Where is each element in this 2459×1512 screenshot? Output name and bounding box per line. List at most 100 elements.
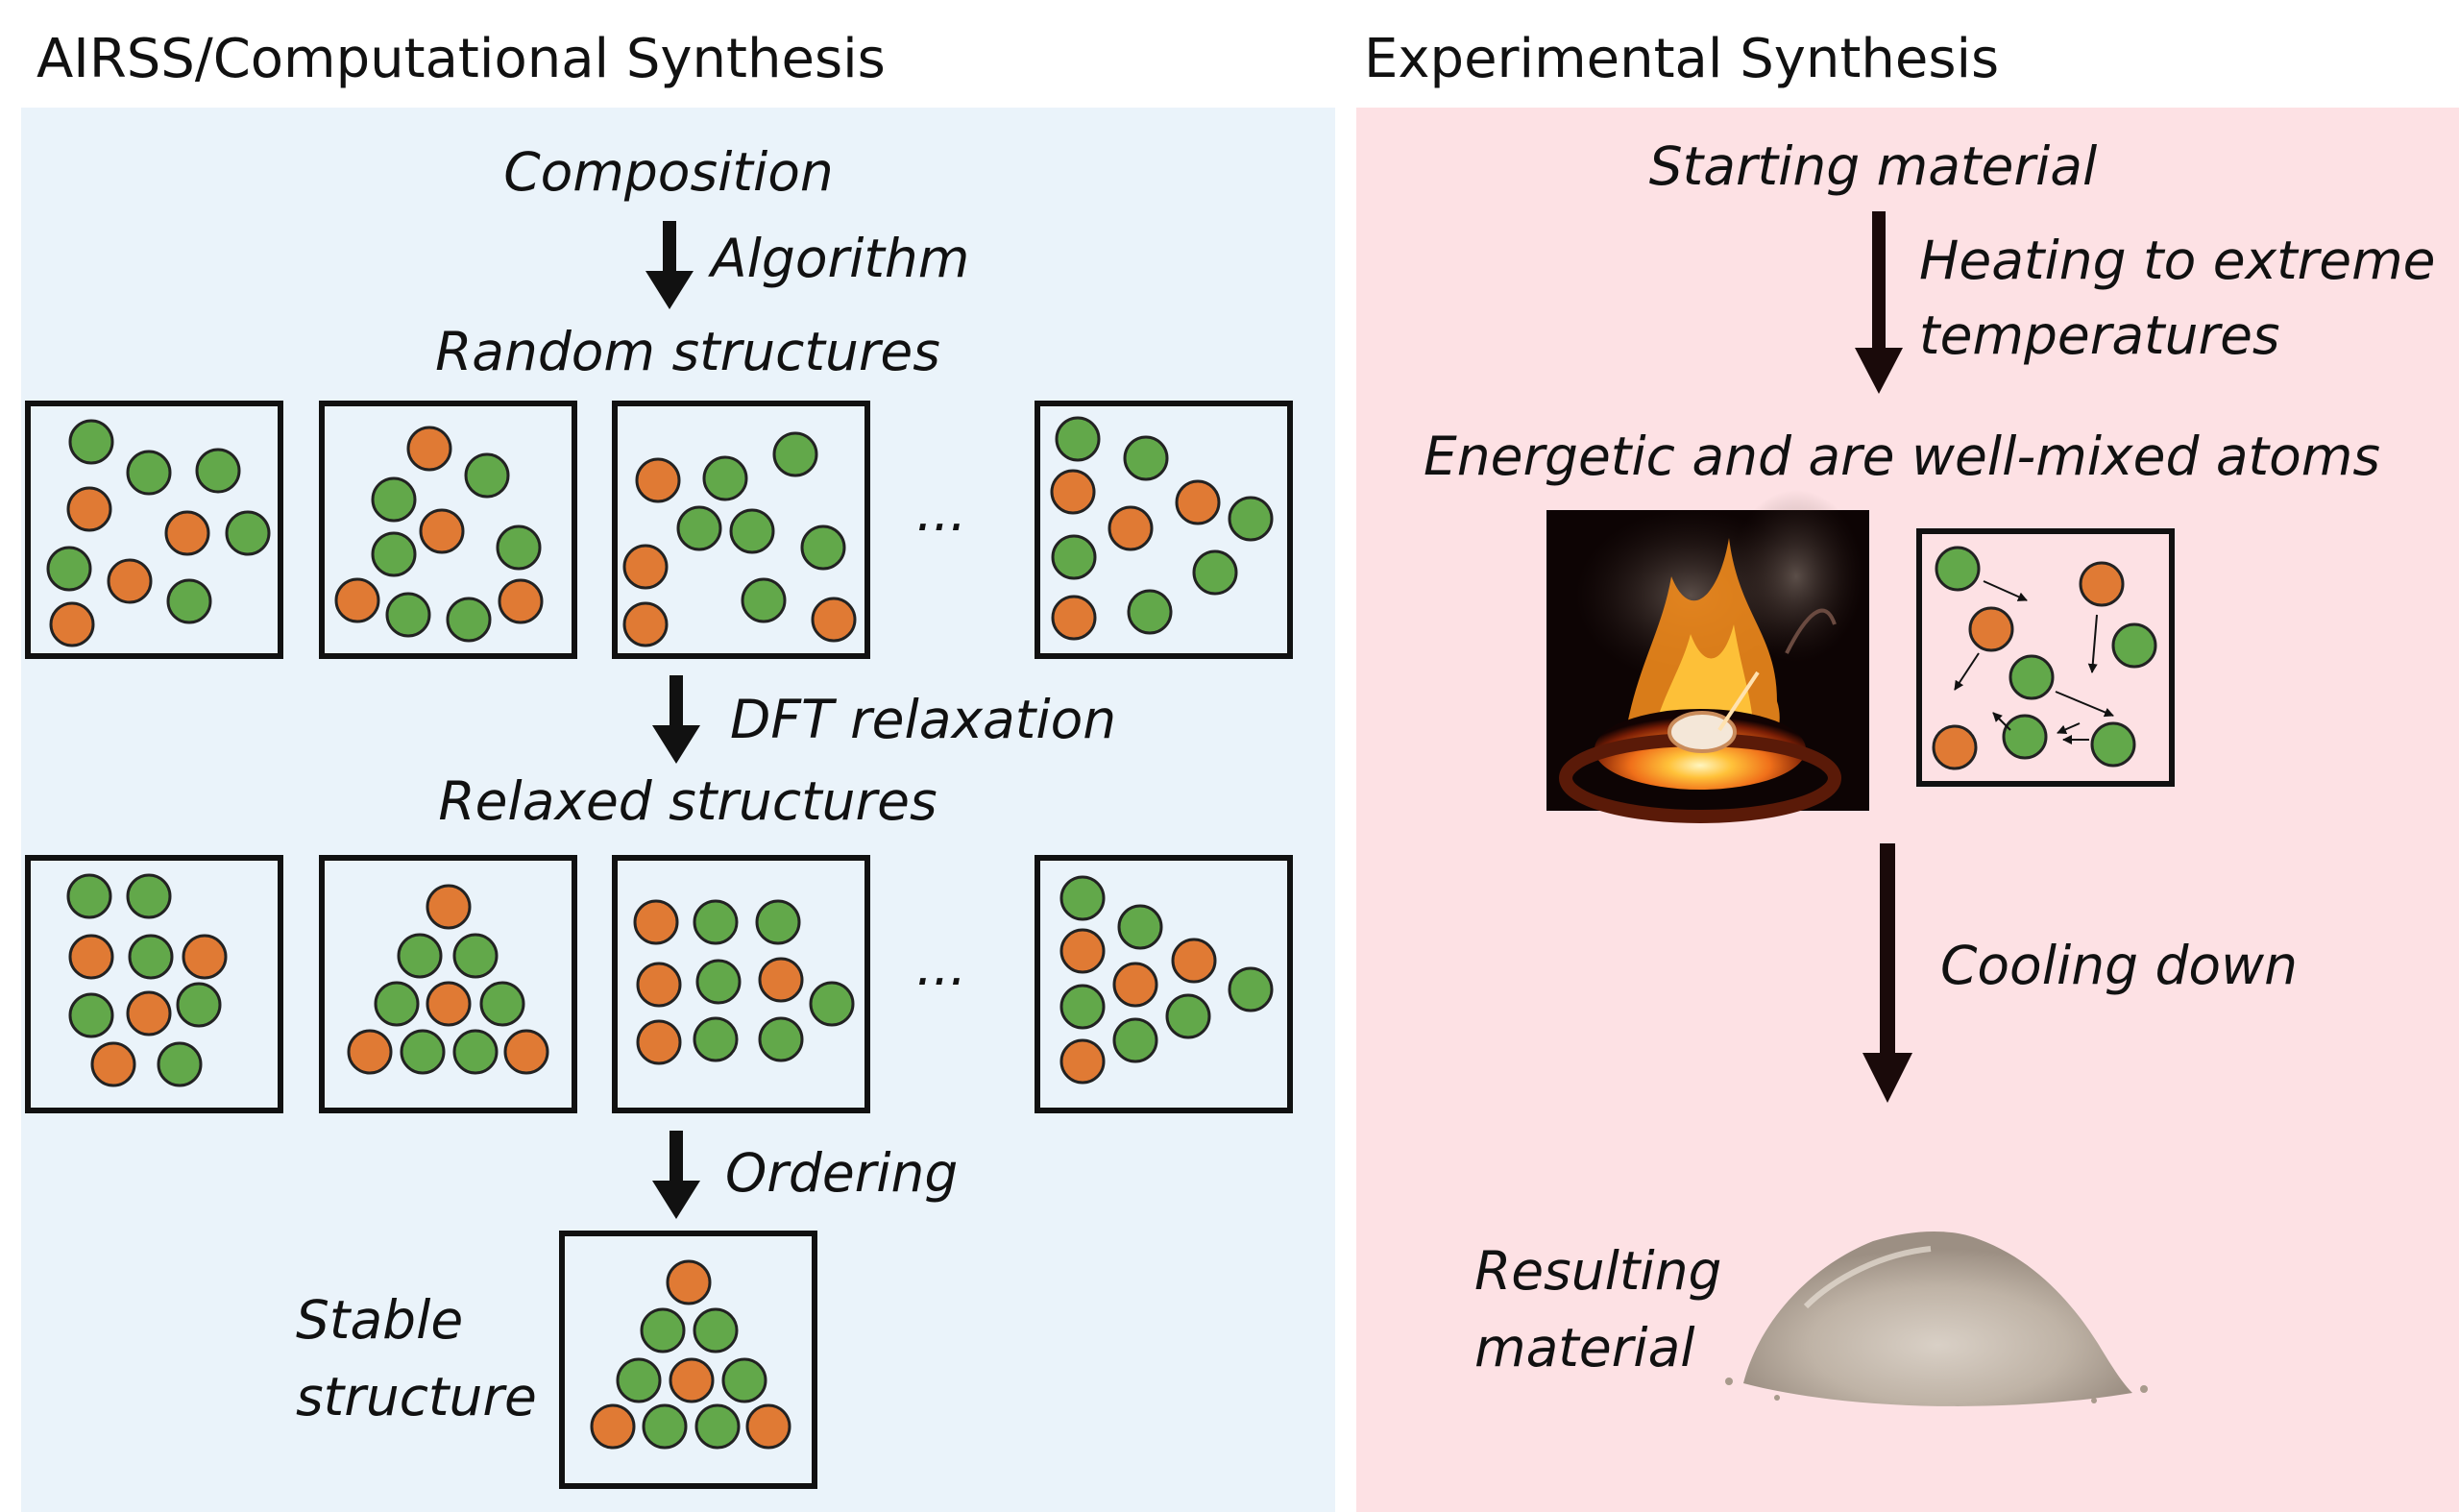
crucible-fire-photo <box>1546 490 1869 823</box>
atom-green <box>616 1357 662 1403</box>
stable-structure-label-line2: structure <box>296 1366 537 1427</box>
relaxed-structure-box-2 <box>319 855 577 1113</box>
heating-label-line2: temperatures <box>1919 305 2280 366</box>
atom-orange <box>811 597 857 643</box>
atom-green <box>397 933 443 979</box>
stable-structure-box <box>559 1231 817 1489</box>
atom-green <box>452 1029 499 1075</box>
atom-orange <box>636 1019 682 1065</box>
atom-green <box>2090 721 2136 768</box>
atom-green <box>68 992 114 1038</box>
resulting-material-label-line2: material <box>1474 1317 1695 1378</box>
atom-green <box>128 934 174 980</box>
atom-orange <box>1051 595 1097 641</box>
atom-orange <box>66 486 112 532</box>
atom-green <box>166 578 212 624</box>
algorithm-arrow <box>645 221 694 309</box>
energetic-atoms-box <box>1916 528 2175 787</box>
composition-label: Composition <box>503 141 833 203</box>
relaxed-structure-box-1 <box>25 855 283 1113</box>
atom-green <box>1228 966 1274 1012</box>
relaxed-ellipsis: ... <box>916 936 966 997</box>
atom-orange <box>426 884 472 930</box>
atom-green <box>66 873 112 919</box>
atom-green <box>1165 993 1211 1039</box>
atom-green <box>1055 416 1101 462</box>
atom-orange <box>633 899 679 945</box>
atom-orange <box>164 510 210 556</box>
atom-green <box>695 959 742 1005</box>
atom-green <box>371 476 417 523</box>
cooling-arrow <box>1863 843 1912 1103</box>
atom-green <box>1112 1017 1158 1063</box>
atom-green <box>809 981 855 1027</box>
atom-orange <box>334 577 380 623</box>
atom-green <box>1935 546 1981 592</box>
atom-green <box>694 1403 741 1450</box>
atom-green <box>772 431 818 477</box>
atom-orange <box>1932 724 1978 770</box>
atom-green <box>195 448 241 494</box>
atom-green <box>693 1016 739 1062</box>
relaxed-structures-label: Relaxed structures <box>438 770 937 832</box>
atom-green <box>126 873 172 919</box>
cooling-down-label: Cooling down <box>1940 935 2298 996</box>
atom-green <box>176 982 222 1028</box>
heating-label-line1: Heating to extreme <box>1919 230 2436 291</box>
atom-orange <box>1059 928 1106 974</box>
atom-green <box>496 524 542 571</box>
left-panel-title: AIRSS/Computational Synthesis <box>37 28 886 90</box>
stable-structure-label-line1: Stable <box>296 1289 463 1351</box>
algorithm-label: Algorithm <box>708 228 969 289</box>
atom-green <box>676 505 722 551</box>
random-ellipsis: ... <box>916 481 966 543</box>
atom-green <box>225 510 271 556</box>
atom-green <box>640 1307 686 1353</box>
atom-green <box>68 419 114 465</box>
atom-orange <box>635 457 681 503</box>
atom-green <box>800 524 846 571</box>
atom-orange <box>107 558 153 604</box>
atom-orange <box>636 962 682 1008</box>
atom-orange <box>1108 505 1154 551</box>
atom-green <box>642 1403 688 1450</box>
random-structure-box-3 <box>612 401 870 659</box>
ordering-arrow <box>652 1131 700 1219</box>
atom-orange <box>68 934 114 980</box>
atom-orange <box>1171 938 1217 984</box>
atom-orange <box>590 1403 636 1450</box>
atom-orange <box>745 1403 791 1450</box>
random-structure-box-1 <box>25 401 283 659</box>
atom-green <box>1127 589 1173 635</box>
atom-green <box>2002 714 2048 760</box>
relaxed-structure-box-3 <box>612 855 870 1113</box>
atom-orange <box>90 1041 136 1087</box>
atom-orange <box>498 578 544 624</box>
atom-orange <box>669 1357 715 1403</box>
atoms-layer <box>46 416 2157 1450</box>
atom-orange <box>426 981 472 1027</box>
atom-orange <box>126 990 172 1036</box>
atom-green <box>693 1307 739 1353</box>
atom-green <box>157 1041 203 1087</box>
atom-green <box>452 933 499 979</box>
resulting-material-label-line1: Resulting <box>1474 1240 1721 1302</box>
ordering-label: Ordering <box>725 1142 958 1204</box>
right-panel-title: Experimental Synthesis <box>1364 28 1999 90</box>
atom-green <box>755 899 801 945</box>
atom-orange <box>622 544 669 590</box>
atom-green <box>1059 875 1106 921</box>
atom-green <box>479 981 525 1027</box>
atom-green <box>693 899 739 945</box>
heating-arrow <box>1855 211 1903 394</box>
atom-green <box>1117 904 1163 950</box>
relaxed-structure-box-4 <box>1035 855 1293 1113</box>
atom-green <box>1059 984 1106 1030</box>
atom-orange <box>1968 606 2014 652</box>
random-structure-box-2 <box>319 401 577 659</box>
motion-arrows <box>1954 580 2114 744</box>
atom-orange <box>406 426 452 472</box>
atom-green <box>46 546 92 592</box>
atom-orange <box>1112 962 1158 1008</box>
